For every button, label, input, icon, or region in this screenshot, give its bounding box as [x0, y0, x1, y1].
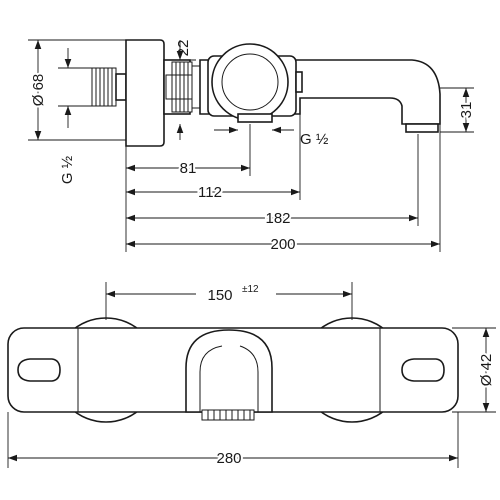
dim-22: 22	[175, 40, 192, 140]
dim-22-label: 22	[175, 40, 192, 57]
dim-182-label: 182	[265, 210, 290, 227]
dim-31: 31	[456, 88, 477, 132]
handle-marker-right	[401, 358, 445, 382]
dim-112: 112	[126, 182, 300, 203]
dim-diameter-68: Ø 68	[28, 40, 49, 140]
spout-top	[185, 329, 273, 421]
dim-diameter-68-label: Ø 68	[30, 74, 47, 107]
bottom-outlet	[237, 113, 273, 123]
dim-200: 200	[126, 234, 440, 255]
inlet-thread	[91, 67, 127, 107]
dim-81-label: 81	[180, 160, 197, 177]
dim-diameter-42: Ø 42	[476, 328, 497, 412]
wall-rosette	[125, 39, 165, 147]
dim-150-label: 150	[207, 287, 232, 304]
dim-280-label: 280	[216, 450, 241, 467]
dim-thread-left: G ½	[59, 48, 76, 184]
dim-thread-right: G ½	[214, 126, 329, 148]
dim-150-tolerance: ±12	[242, 284, 259, 295]
dim-280: 280	[8, 448, 458, 469]
dim-diameter-42-label: Ø 42	[478, 354, 495, 387]
dim-200-label: 200	[270, 236, 295, 253]
spout-outlet	[405, 123, 439, 133]
handle-marker-left	[17, 358, 61, 382]
dim-182: 182	[126, 208, 418, 229]
dim-150: 150 ±12	[106, 282, 352, 304]
top-view: 150 ±12 Ø 42 280	[7, 282, 497, 469]
dim-31-label: 31	[458, 102, 475, 119]
dim-thread-right-label: G ½	[300, 131, 329, 148]
dim-112-label: 112	[198, 184, 222, 201]
side-view: Ø 68 G ½ 22 G ½	[28, 39, 477, 255]
dim-81: 81	[126, 158, 250, 179]
diverter-knob	[211, 43, 289, 121]
dim-thread-left-label: G ½	[59, 155, 76, 184]
